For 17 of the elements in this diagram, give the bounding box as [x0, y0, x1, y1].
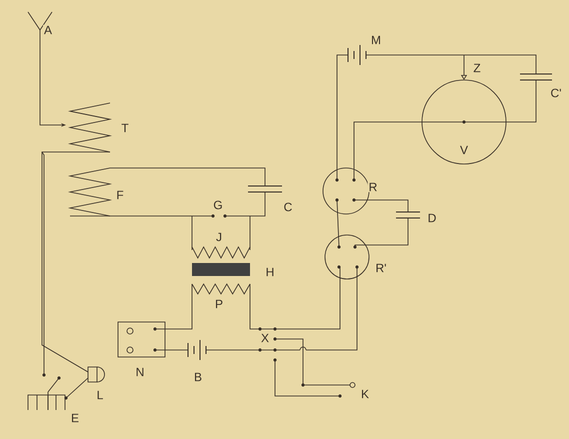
component-letter: R — [368, 182, 378, 192]
component-letter: B — [193, 372, 203, 382]
component-letter: D — [426, 212, 438, 224]
component-letter: L — [96, 390, 104, 400]
component-letter: H — [264, 266, 276, 278]
component-letter: X — [260, 332, 270, 344]
component-letter: C — [282, 202, 294, 212]
component-letter: V — [459, 144, 469, 156]
component-letter: J — [215, 232, 223, 242]
component-letter: P — [214, 298, 224, 310]
component-letter: M — [370, 34, 382, 46]
component-letter: A — [43, 24, 53, 36]
component-letter: N — [134, 366, 146, 378]
component-letter: K — [360, 388, 370, 400]
component-letter: R' — [374, 262, 388, 274]
component-letter: C' — [550, 88, 562, 98]
component-letter: E — [70, 412, 80, 424]
